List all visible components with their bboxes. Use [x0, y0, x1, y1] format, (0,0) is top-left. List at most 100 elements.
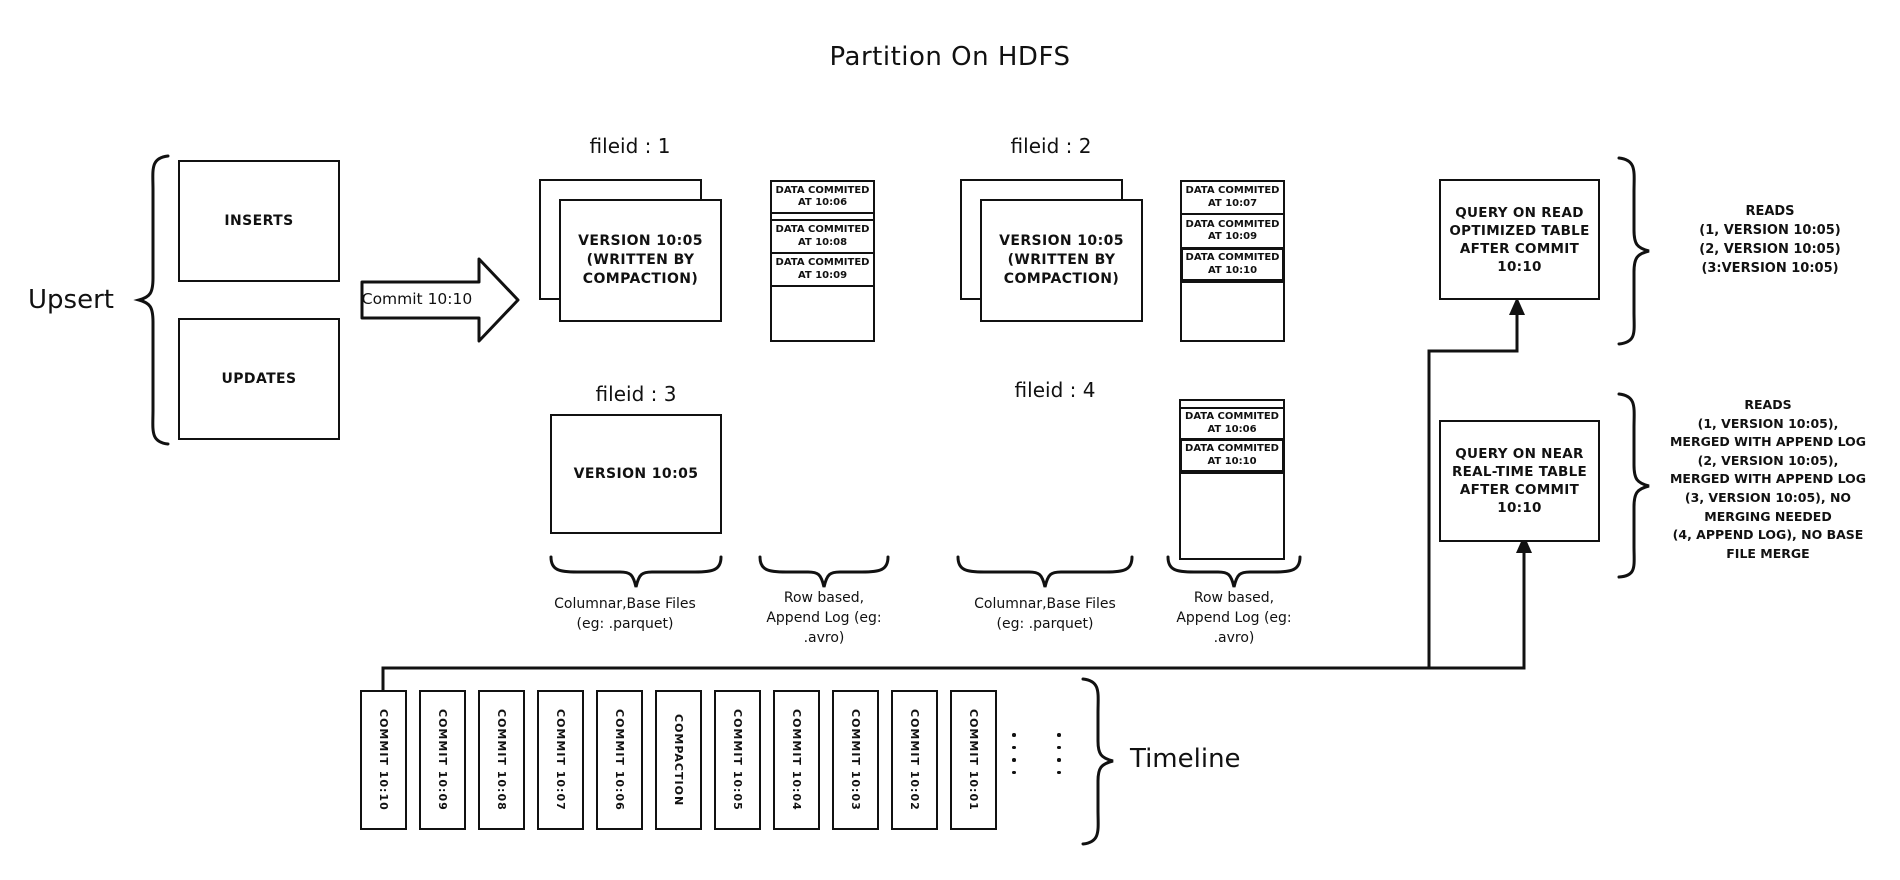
label-line: Columnar,Base Files	[554, 596, 696, 612]
timeline-commit-box: COMMIT 10:03	[832, 690, 879, 830]
version-line: VERSION 10:05	[999, 233, 1124, 249]
query-near-realtime-box: QUERY ON NEAR REAL-TIME TABLE AFTER COMM…	[1439, 420, 1600, 542]
fileid-1-label: fileid : 1	[589, 134, 671, 158]
version-line: (WRITTEN BY	[1007, 252, 1116, 268]
timeline-compaction-box: COMPACTION	[655, 690, 702, 830]
fileid-2-base-file: VERSION 10:05 (WRITTEN BY COMPACTION)	[980, 199, 1143, 322]
reads-line: (4, APPEND LOG), NO BASE	[1672, 527, 1864, 543]
timeline-commit-label: COMMIT 10:09	[436, 709, 449, 811]
diagram-title: Partition On HDFS	[829, 42, 1071, 72]
timeline-commit-box: COMMIT 10:07	[537, 690, 584, 830]
log-entry: DATA COMMITED AT 10:06	[1181, 409, 1283, 440]
reads-brace-top	[1617, 156, 1650, 346]
version-line: VERSION 10:05	[578, 233, 703, 249]
ellipsis-dots	[1012, 733, 1016, 774]
fileid-3-base-file: VERSION 10:05	[550, 414, 722, 534]
query-read-optimized-box: QUERY ON READ OPTIMIZED TABLE AFTER COMM…	[1439, 179, 1600, 300]
timeline-commit-label: COMMIT 10:05	[731, 709, 744, 811]
reads-line: (3, VERSION 10:05), NO	[1684, 489, 1852, 505]
label-line: .avro)	[803, 630, 845, 646]
version-line: (WRITTEN BY	[586, 252, 695, 268]
query-line: 10:10	[1497, 258, 1542, 275]
query-line: QUERY ON NEAR	[1455, 446, 1584, 462]
reads-line: (1, VERSION 10:05),	[1697, 415, 1839, 431]
row-based-append-log-label-1: Row based, Append Log (eg: .avro)	[742, 588, 906, 648]
upsert-label: Upsert	[28, 285, 114, 315]
fileid-3-label: fileid : 3	[595, 382, 677, 406]
log-gap	[1181, 401, 1283, 409]
reads-line: (3:VERSION 10:05)	[1701, 261, 1839, 276]
timeline-commit-box: COMMIT 10:05	[714, 690, 761, 830]
fileid-2-label: fileid : 2	[1010, 134, 1092, 158]
label-line: Columnar,Base Files	[974, 596, 1116, 612]
label-line: Row based,	[1193, 590, 1275, 606]
label-line: (eg: .parquet)	[576, 616, 674, 632]
reads-line: (1, VERSION 10:05)	[1699, 223, 1841, 238]
timeline-commit-label: COMMIT 10:04	[790, 709, 803, 811]
fileid-1-append-log: DATA COMMITED AT 10:06 DATA COMMITED AT …	[770, 180, 875, 342]
query-line: OPTIMIZED TABLE	[1449, 222, 1590, 239]
timeline-commit-box: COMMIT 10:10	[360, 690, 407, 830]
timeline-brace	[1081, 677, 1114, 846]
base-files-brace-2	[956, 555, 1134, 588]
timeline-commit-label: COMMIT 10:08	[495, 709, 508, 811]
query-line: 10:10	[1497, 500, 1542, 516]
label-line: (eg: .parquet)	[996, 616, 1094, 632]
inserts-box: INSERTS	[178, 160, 340, 282]
append-log-brace-2	[1166, 555, 1302, 588]
log-entry: DATA COMMITED AT 10:06	[772, 182, 873, 214]
fileid-1-base-file: VERSION 10:05 (WRITTEN BY COMPACTION)	[559, 199, 722, 322]
reads-line: FILE MERGE	[1726, 545, 1810, 561]
timeline-compaction-label: COMPACTION	[672, 713, 685, 807]
fileid-2-append-log: DATA COMMITED AT 10:07 DATA COMMITED AT …	[1180, 180, 1285, 342]
reads-line: MERGED WITH APPEND LOG	[1669, 434, 1867, 450]
reads-near-realtime: READS (1, VERSION 10:05), MERGED WITH AP…	[1642, 396, 1894, 563]
upsert-brace	[133, 154, 170, 446]
version-line: COMPACTION)	[1003, 271, 1120, 287]
timeline-commit-box: COMMIT 10:04	[773, 690, 820, 830]
updates-label: UPDATES	[221, 371, 297, 387]
reads-line: MERGING NEEDED	[1704, 508, 1832, 524]
reads-line: READS	[1745, 204, 1795, 219]
label-line: .avro)	[1213, 630, 1255, 646]
reads-line: READS	[1744, 397, 1792, 412]
reads-read-optimized: READS (1, VERSION 10:05) (2, VERSION 10:…	[1650, 202, 1890, 278]
label-line: Append Log (eg:	[1176, 610, 1292, 626]
commit-arrow-label: Commit 10:10	[361, 290, 473, 308]
timeline-commit-box: COMMIT 10:06	[596, 690, 643, 830]
log-entry: DATA COMMITED AT 10:09	[1182, 215, 1283, 249]
timeline-commit-box: COMMIT 10:09	[419, 690, 466, 830]
query-line: QUERY ON READ	[1455, 204, 1584, 221]
query-line: AFTER COMMIT	[1459, 482, 1580, 498]
timeline-commit-label: COMMIT 10:01	[967, 709, 980, 811]
timeline-commit-label: COMMIT 10:07	[554, 709, 567, 811]
reads-line: (2, VERSION 10:05),	[1697, 452, 1839, 468]
version-line: COMPACTION)	[582, 271, 699, 287]
timeline-commit-box: COMMIT 10:02	[891, 690, 938, 830]
log-gap	[772, 214, 873, 221]
reads-line: (2, VERSION 10:05)	[1699, 242, 1841, 257]
timeline-label: Timeline	[1130, 744, 1241, 774]
timeline-commit-box: COMMIT 10:08	[478, 690, 525, 830]
columnar-base-files-label-2: Columnar,Base Files (eg: .parquet)	[960, 594, 1130, 634]
log-entry: DATA COMMITED AT 10:10	[1181, 440, 1283, 474]
inserts-label: INSERTS	[224, 213, 294, 229]
ellipsis-dots	[1057, 733, 1061, 774]
base-files-brace-1	[549, 555, 723, 588]
timeline-commit-label: COMMIT 10:02	[908, 709, 921, 811]
query-line: REAL-TIME TABLE	[1451, 464, 1588, 480]
log-entry: DATA COMMITED AT 10:08	[772, 221, 873, 254]
log-entry: DATA COMMITED AT 10:10	[1182, 249, 1283, 283]
label-line: Row based,	[783, 590, 865, 606]
log-entry: DATA COMMITED AT 10:09	[772, 254, 873, 287]
timeline-commit-box: COMMIT 10:01	[950, 690, 997, 830]
append-log-brace-1	[758, 555, 890, 588]
query-line: AFTER COMMIT	[1459, 240, 1580, 257]
row-based-append-log-label-2: Row based, Append Log (eg: .avro)	[1152, 588, 1316, 648]
timeline-commit-label: COMMIT 10:10	[377, 709, 390, 811]
updates-box: UPDATES	[178, 318, 340, 440]
label-line: Append Log (eg:	[766, 610, 882, 626]
version-line: VERSION 10:05	[573, 465, 699, 482]
fileid-4-append-log: DATA COMMITED AT 10:06 DATA COMMITED AT …	[1179, 399, 1285, 560]
